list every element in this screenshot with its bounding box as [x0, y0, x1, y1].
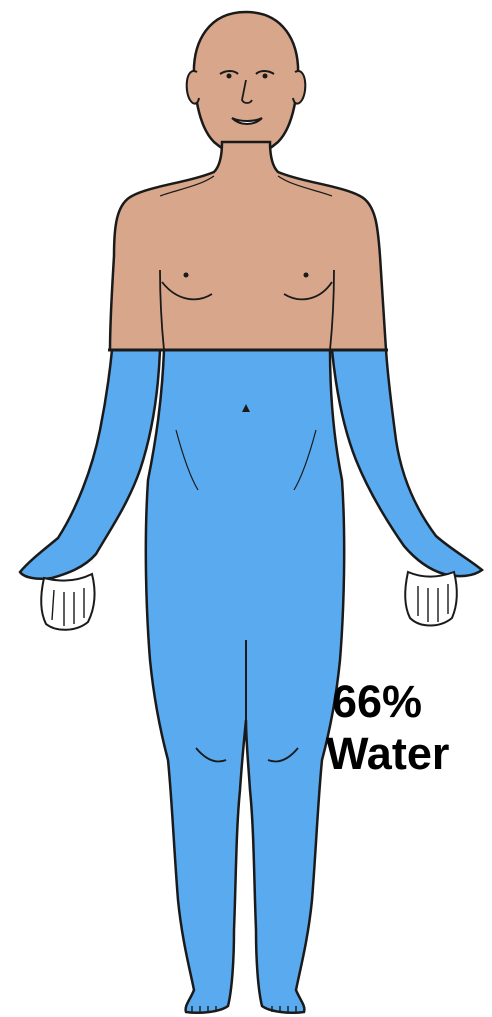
left-ear — [187, 71, 199, 104]
right-nipple — [304, 273, 309, 278]
water-label: 66% Water — [326, 676, 486, 780]
water-word: Water — [326, 728, 486, 780]
left-hand — [41, 574, 94, 630]
left-pupil — [227, 74, 232, 79]
water-percent: 66% — [326, 676, 486, 728]
left-nipple — [184, 273, 189, 278]
upper-body-skin — [110, 12, 386, 350]
right-arm-water — [332, 350, 482, 576]
right-hand — [405, 572, 457, 626]
right-pupil — [263, 74, 268, 79]
right-ear — [293, 71, 305, 104]
head — [194, 12, 298, 158]
left-arm-water — [20, 350, 160, 579]
torso-upper — [110, 142, 386, 350]
